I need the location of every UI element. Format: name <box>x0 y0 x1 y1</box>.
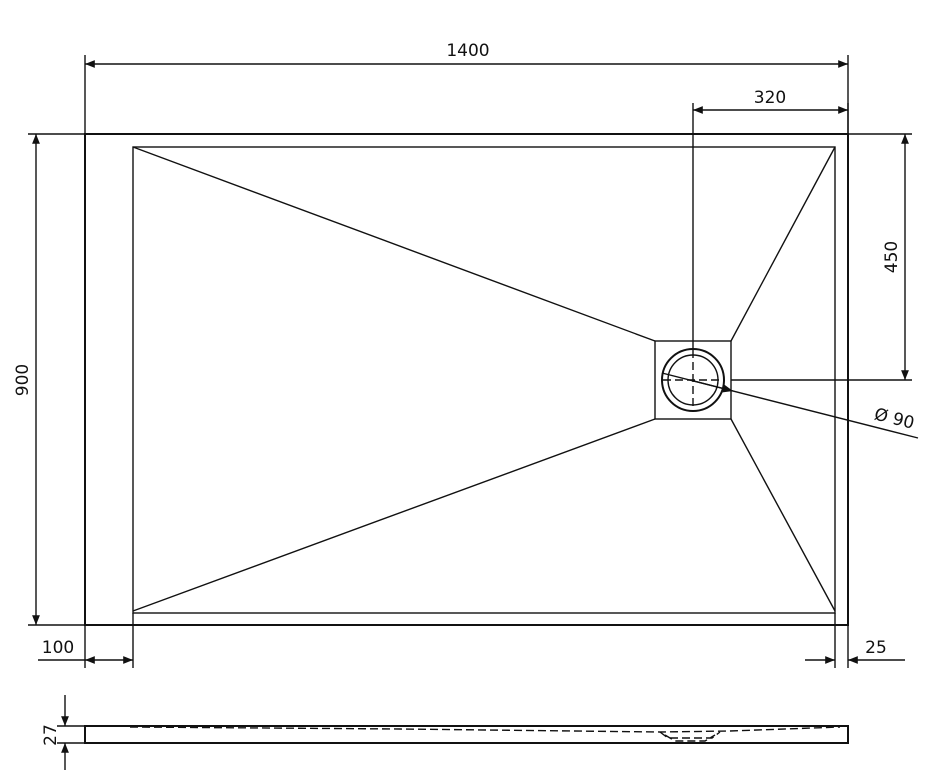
dimension-thickness: 27 <box>41 695 85 770</box>
tray-basin <box>132 146 836 614</box>
profile-outline <box>84 725 849 744</box>
slope-line <box>132 418 656 612</box>
plan-view <box>84 133 849 626</box>
rim-right-label: 25 <box>865 638 887 658</box>
slope-line <box>730 418 836 612</box>
dimension-rim-right: 25 <box>805 613 905 668</box>
drain-diameter-label: Ø 90 <box>872 405 916 434</box>
dimension-height: 900 <box>13 133 85 626</box>
profile-drain <box>659 731 721 739</box>
profile-slope <box>129 726 841 733</box>
dimension-drain-x: 320 <box>692 88 849 349</box>
slope-line <box>132 146 656 342</box>
dimension-rim-left: 100 <box>38 613 134 668</box>
dimension-drain-diameter: Ø 90 <box>661 372 919 439</box>
slope-line <box>730 146 836 342</box>
dimension-width: 1400 <box>84 41 849 134</box>
thickness-label: 27 <box>41 724 61 746</box>
drain-x-label: 320 <box>754 88 786 108</box>
width-label: 1400 <box>446 41 489 61</box>
drain-y-label: 450 <box>882 241 902 273</box>
height-label: 900 <box>13 364 33 396</box>
dimension-drain-y: 450 <box>731 133 912 381</box>
profile-drain <box>664 734 716 742</box>
rim-left-label: 100 <box>42 638 74 658</box>
side-profile <box>84 725 849 744</box>
